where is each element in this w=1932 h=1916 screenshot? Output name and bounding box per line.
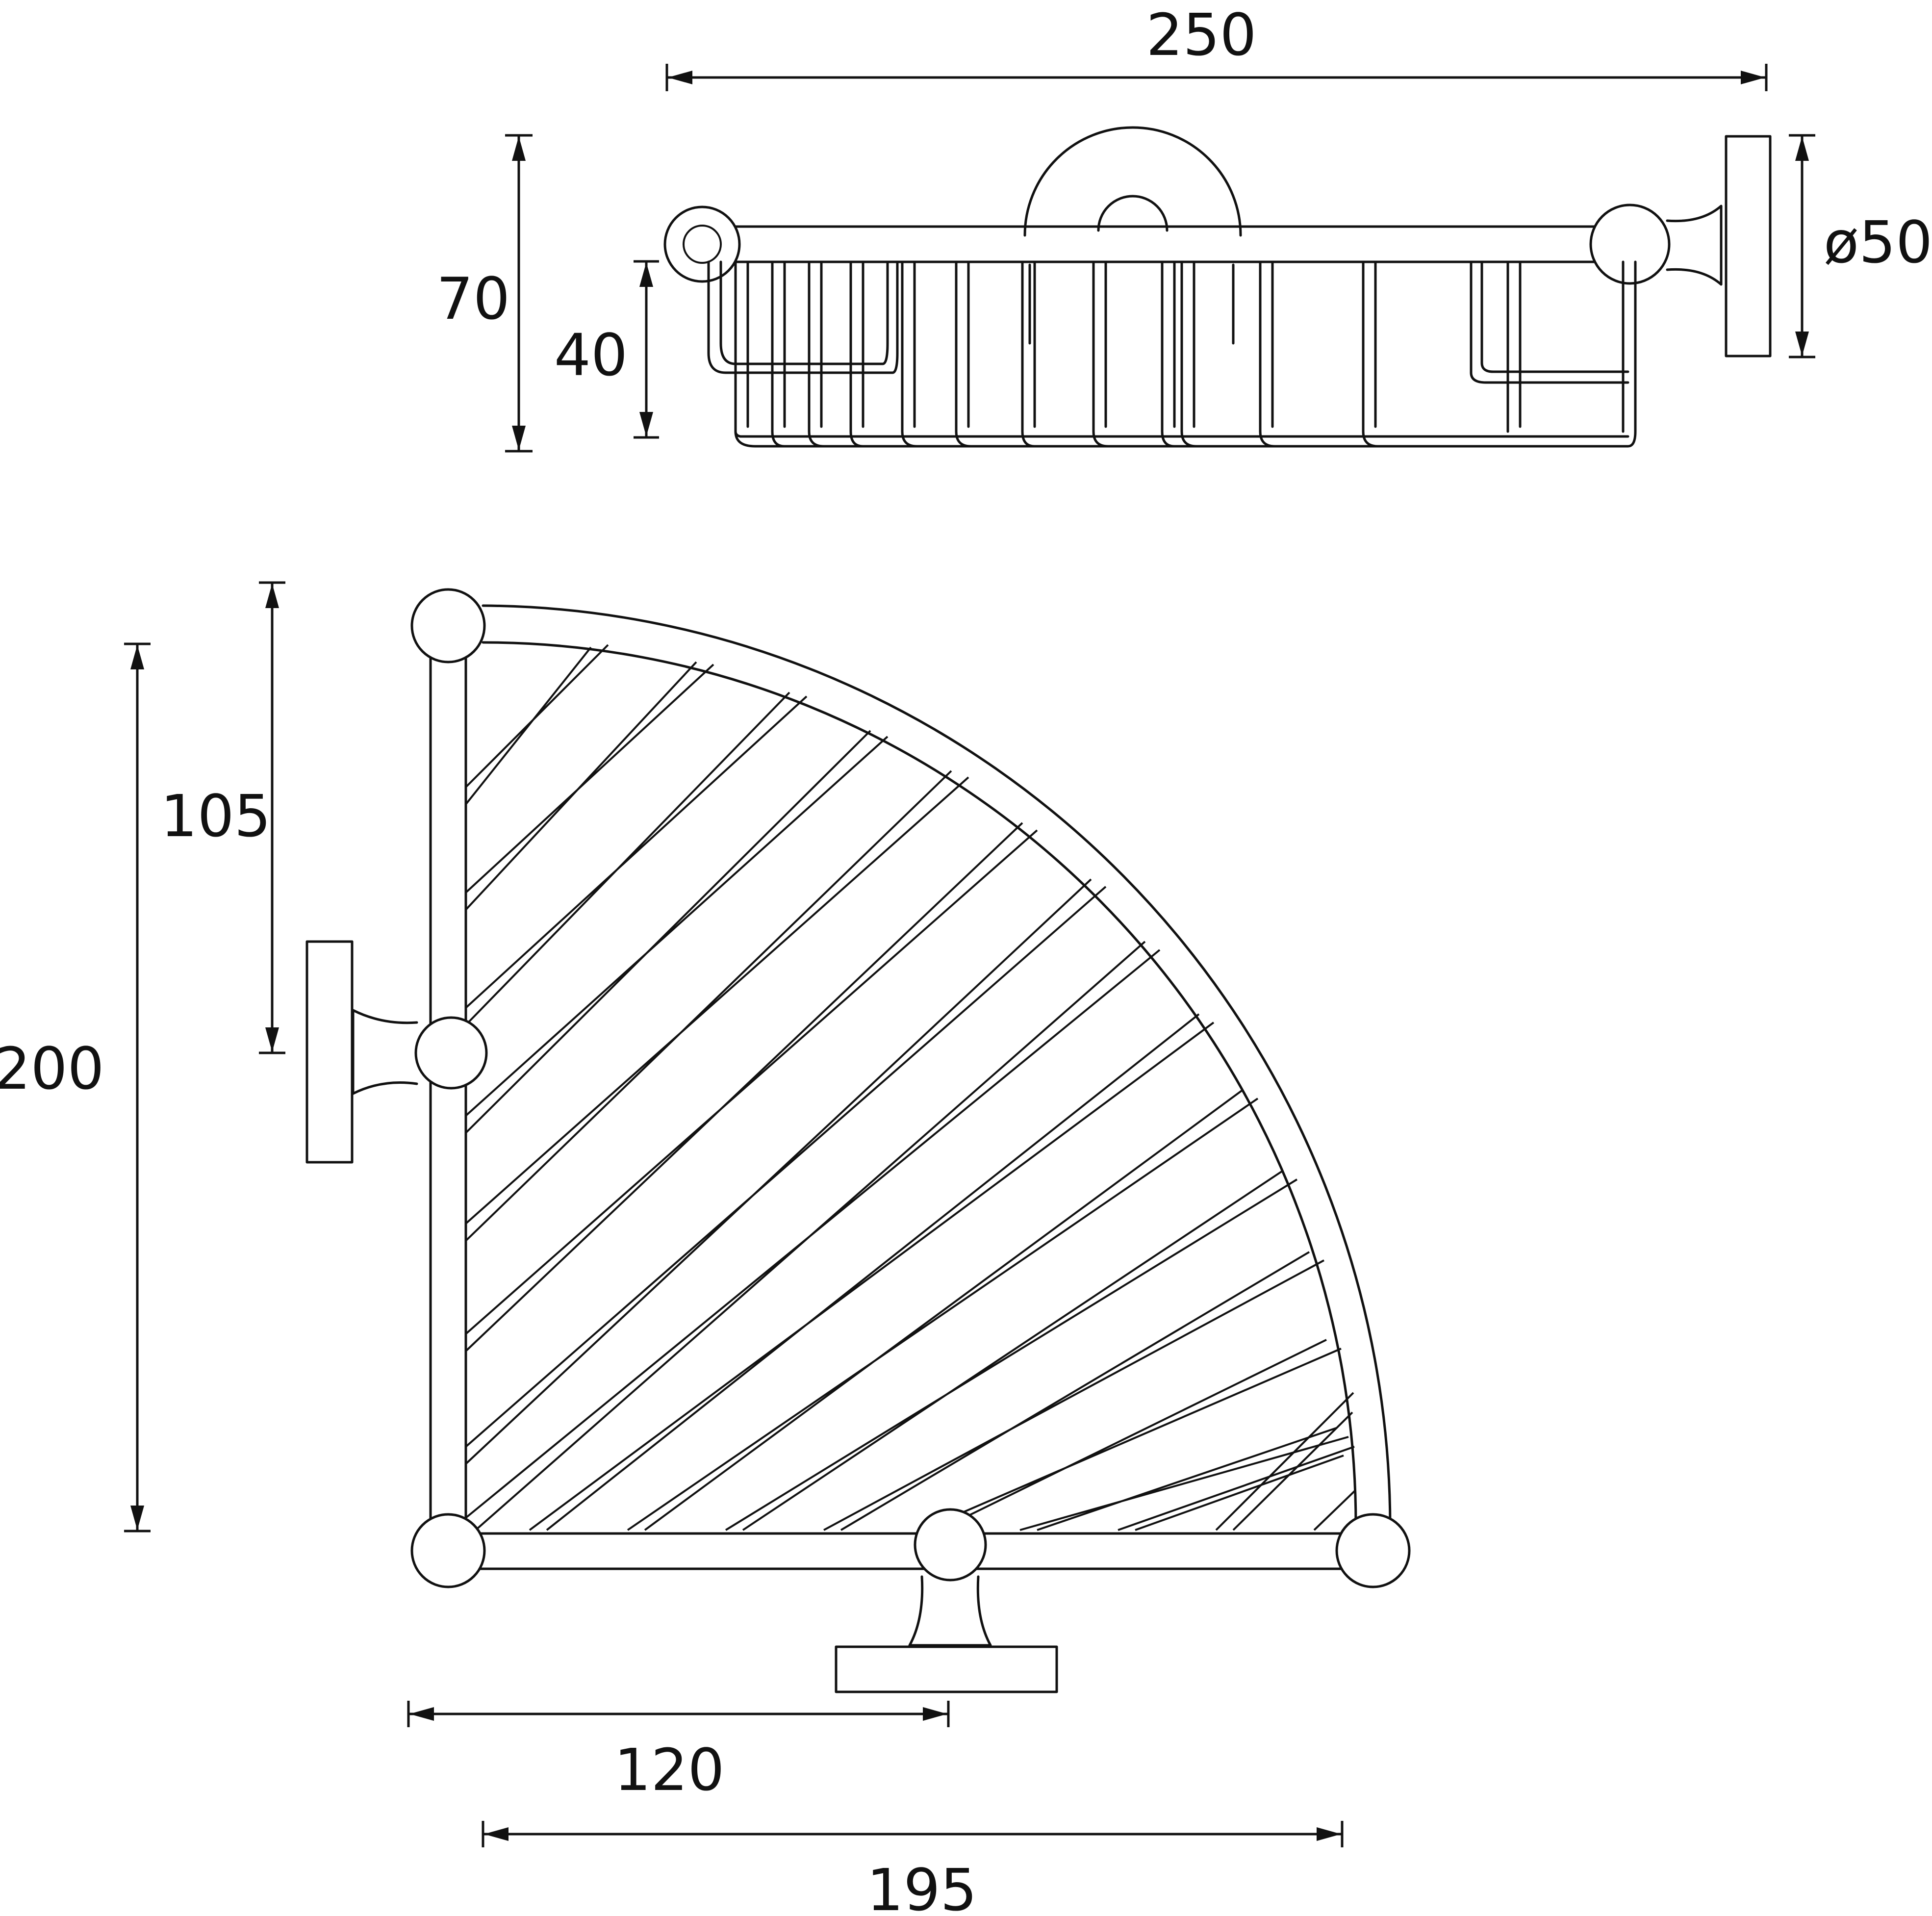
- dimension-bracket-offset-h: 120: [407, 1701, 950, 1804]
- plan-front-rail: [457, 1532, 1352, 1570]
- plan-corner-ball-top: [410, 588, 486, 664]
- plan-left-wall-plate: [305, 940, 354, 1164]
- plan-curved-rail-outer: [482, 604, 1392, 1527]
- dimension-top-width: 250: [665, 1, 1768, 91]
- center-wall-rose: [1023, 126, 1242, 237]
- label-basket-depth: 40: [554, 321, 628, 389]
- dimension-front-length: 195: [482, 1821, 1344, 1916]
- label-total-height: 70: [436, 265, 510, 332]
- left-end-cap: [663, 205, 741, 283]
- plan-bracket-ball-left: [414, 1016, 488, 1090]
- dimension-rose-diameter: ø50: [1789, 134, 1932, 358]
- basket-vertical-wires: [707, 260, 1637, 448]
- dimension-basket-depth: 40: [554, 260, 659, 439]
- plan-left-bracket-neck: [352, 1009, 418, 1095]
- label-bracket-offset-v: 105: [160, 782, 271, 850]
- right-ball-end: [1589, 204, 1671, 285]
- dimension-side-length: 200: [0, 642, 151, 1533]
- label-top-width: 250: [1146, 1, 1256, 69]
- top-rail: [685, 225, 1629, 263]
- label-bracket-offset-h: 120: [614, 1736, 724, 1804]
- plan-corner-ball-bottom-left: [410, 1513, 486, 1588]
- plan-front-wall-plate: [835, 1645, 1058, 1693]
- dimension-bracket-offset-v: 105: [160, 581, 285, 1054]
- right-bracket-neck: [1666, 204, 1723, 286]
- label-side-length: 200: [0, 1035, 104, 1102]
- right-wall-plate: [1725, 135, 1772, 358]
- plan-front-bracket-neck: [908, 1575, 992, 1647]
- label-front-length: 195: [866, 1856, 977, 1916]
- front-elevation-view: 250 70 40 ø50: [436, 1, 1932, 453]
- plan-corner-ball-bottom-right: [1335, 1513, 1411, 1588]
- plan-view: 105 200 120 195: [0, 581, 1411, 1916]
- label-rose-diameter: ø50: [1824, 208, 1932, 276]
- plan-bracket-ball-front: [914, 1508, 987, 1582]
- plan-curved-rail-inner: [482, 641, 1357, 1527]
- plan-diagonal-wires: [465, 644, 1356, 1531]
- dimension-total-height: 70: [436, 134, 533, 453]
